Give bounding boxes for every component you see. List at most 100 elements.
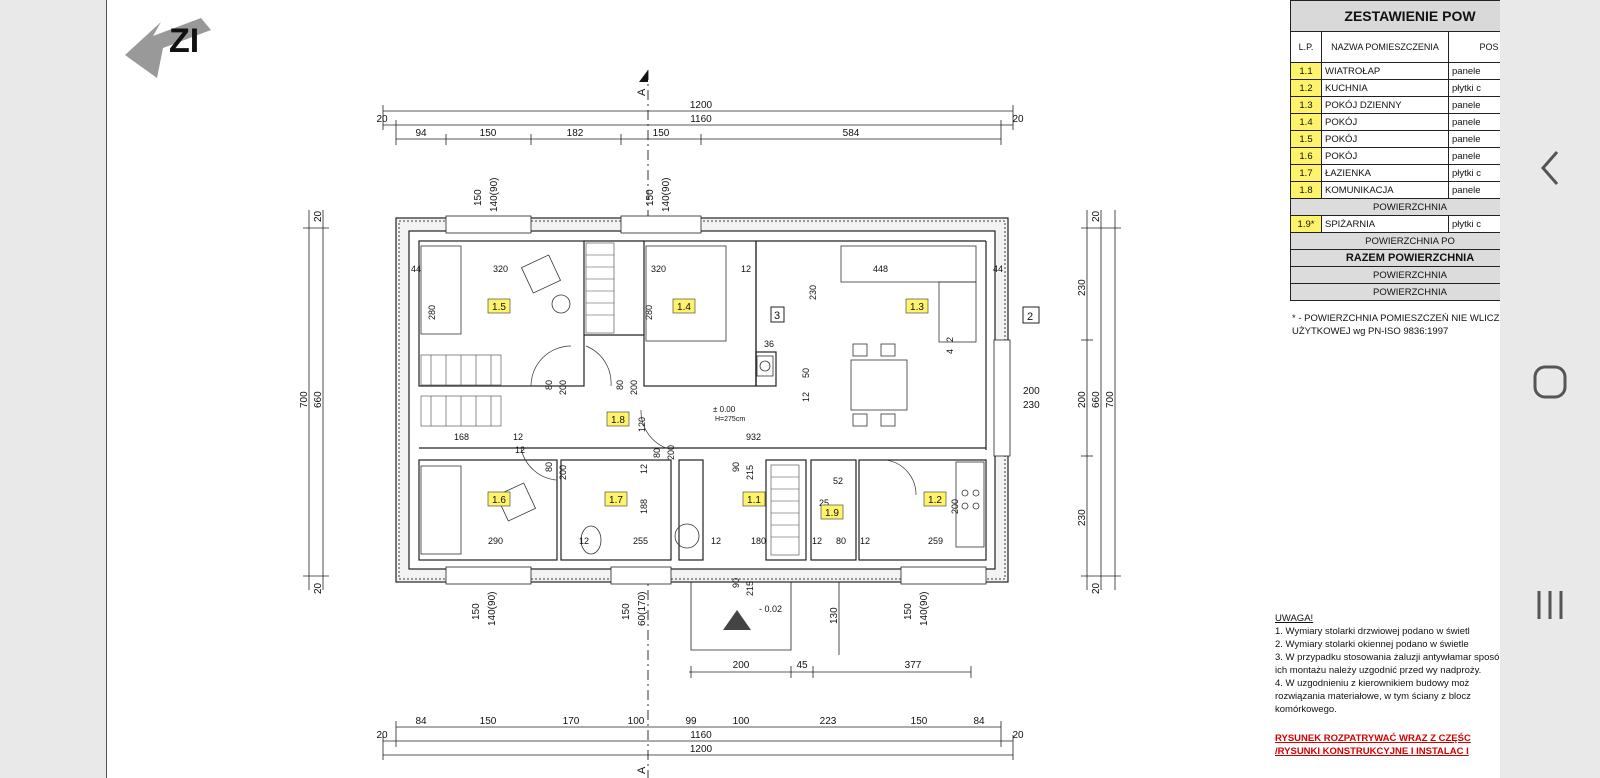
- recents-icon: [1537, 591, 1563, 619]
- inner-dimension-label: 200: [666, 445, 676, 460]
- dim-bot-seg-3: 100: [628, 716, 645, 727]
- row-floor: płytki c: [1448, 164, 1501, 182]
- row-name: POKÓJ: [1321, 147, 1449, 165]
- section-label-top: A: [636, 88, 648, 96]
- inner-dimension-label: 44: [993, 264, 1003, 274]
- row-name: KOMUNIKACJA: [1321, 181, 1449, 199]
- room-number: 1.4: [677, 302, 691, 313]
- dim-bot-seg-8: 84: [973, 716, 985, 727]
- inner-dimension-label: 90: [731, 462, 741, 472]
- table-sum-2: POWIERZCHNIA: [1290, 283, 1501, 301]
- inner-dimension-label: 12: [513, 432, 523, 442]
- dim-window-top-a-2: 140(90): [489, 178, 500, 212]
- inner-dimension-label: 290: [488, 536, 503, 546]
- notes-warning: RYSUNEK ROZPATRYWAĆ WRAZ Z CZĘŚC /RYSUNK…: [1275, 733, 1471, 757]
- row-name: POKÓJ DZIENNY: [1321, 96, 1449, 114]
- table-header-floor: POS: [1448, 31, 1501, 63]
- row-lp: 1.9*: [1290, 215, 1322, 233]
- row-lp: 1.4: [1290, 113, 1322, 131]
- inner-dimension-label: 12: [639, 464, 649, 474]
- row-floor: panele: [1448, 181, 1501, 199]
- dim-top-seg-2: 182: [567, 128, 584, 139]
- table-header-name: NAZWA POMIESZCZENIA: [1321, 31, 1449, 63]
- table-title: ZESTAWIENIE POW: [1290, 0, 1501, 32]
- row-lp: 1.1: [1290, 62, 1322, 80]
- dim-right-inner: 660: [1091, 391, 1102, 408]
- inner-dimension-label: 200: [950, 499, 960, 514]
- room-number: 1.9: [825, 508, 839, 519]
- note-item: 2. Wymiary stolarki okiennej podano w św…: [1275, 639, 1469, 650]
- dim-right-seg-2: 230: [1077, 509, 1088, 526]
- dim-bot-seg-6: 223: [820, 716, 837, 727]
- note-item: 4. W uzgodnieniu z kierownikiem budowy m…: [1275, 678, 1471, 715]
- inner-dimension-label: 280: [644, 305, 654, 320]
- row-name: POKÓJ: [1321, 130, 1449, 148]
- dim-top-seg-1: 150: [480, 128, 497, 139]
- section-label-bottom: A: [636, 766, 648, 774]
- table-subtotal-2: POWIERZCHNIA PO: [1290, 232, 1501, 250]
- inner-dimension-label: 120: [637, 417, 647, 432]
- room-tag: 1.7: [604, 491, 628, 507]
- inner-dimension-label: 80: [615, 380, 625, 390]
- inner-dimension-label: 448: [873, 264, 888, 274]
- right-dimensions: [1081, 210, 1121, 590]
- dim-window-bot-c-1: 150: [903, 603, 914, 620]
- inner-dimension-label: 259: [928, 536, 943, 546]
- room-tag: 1.1: [742, 491, 766, 507]
- dim-porch-2: 377: [905, 660, 922, 671]
- notes-heading: UWAGA!: [1275, 613, 1314, 624]
- inner-dimension-label: 44: [411, 264, 421, 274]
- recents-button[interactable]: [1500, 585, 1600, 625]
- home-button[interactable]: [1500, 362, 1600, 402]
- dim-bot-total: 1200: [690, 744, 713, 755]
- inner-dimension-label: 200: [629, 380, 639, 395]
- dim-window-bot-b-2: 60(170): [637, 592, 648, 626]
- inner-dimension-label: 12: [515, 445, 525, 455]
- dim-right-outer: 700: [1105, 391, 1116, 408]
- dim-right-edge-top: 20: [1091, 210, 1102, 222]
- row-name: POKÓJ: [1321, 113, 1449, 131]
- inner-dimension-label: 168: [454, 432, 469, 442]
- dim-left-edge-bottom: 20: [313, 582, 324, 594]
- dim-bot-inner: 1160: [690, 730, 712, 741]
- table-sum-1: POWIERZCHNIA: [1290, 266, 1501, 284]
- inner-dimension-label: 320: [651, 264, 666, 274]
- level-inside: ± 0.00: [713, 405, 736, 414]
- room-tag: 1.8: [606, 411, 630, 427]
- dim-bot-seg-5: 100: [733, 716, 750, 727]
- inner-dimension-label: 90: [731, 578, 741, 588]
- porch: [689, 582, 972, 678]
- dim-bot-seg-2: 170: [563, 716, 580, 727]
- dim-bot-edge-left: 20: [376, 730, 388, 741]
- dim-top-edge-right: 20: [1012, 114, 1024, 125]
- back-button[interactable]: [1500, 148, 1600, 188]
- row-lp: 1.7: [1290, 164, 1322, 182]
- inner-dimension-label: 4: [945, 349, 955, 354]
- dim-window-bot-a-2: 140(90): [487, 592, 498, 626]
- row-floor: panele: [1448, 113, 1501, 131]
- dim-left-edge-top: 20: [313, 210, 324, 222]
- room-number: 1.2: [928, 495, 942, 506]
- row-name: ŁAZIENKA: [1321, 164, 1449, 182]
- interior-walls: [418, 240, 987, 561]
- dim-bot-edge-right: 20: [1012, 730, 1024, 741]
- table-footnote: * - POWIERZCHNIA POMIESZCZEŃ NIE WLICZ U…: [1292, 313, 1500, 337]
- dim-window-right-0: 200: [1023, 386, 1040, 397]
- dim-left-inner: 660: [313, 391, 324, 408]
- inner-dimension-label: 12: [579, 536, 589, 546]
- drawing-page: ZI A A 1200 1160 20: [106, 0, 1501, 778]
- level-height: H=275cm: [715, 416, 745, 423]
- left-dimensions: [303, 210, 329, 590]
- dim-top-seg-3: 150: [653, 128, 670, 139]
- room-number: 1.1: [747, 495, 761, 506]
- dim-bot-seg-4: 99: [685, 716, 697, 727]
- dim-left-outer: 700: [299, 391, 310, 408]
- inner-dimension-label: 215: [745, 581, 755, 596]
- inner-dimension-label: 180: [751, 536, 766, 546]
